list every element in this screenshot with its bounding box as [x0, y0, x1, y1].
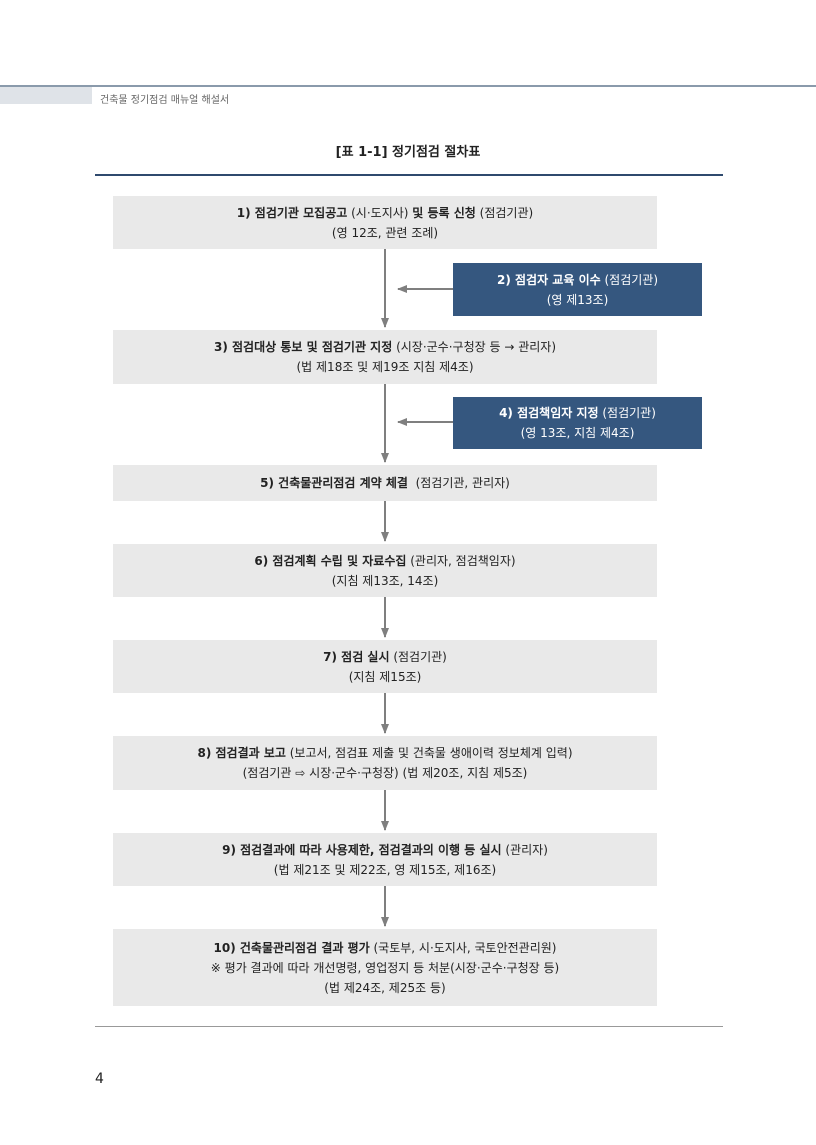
step-6-actor: (관리자, 점검책임자)	[406, 553, 516, 568]
step-10-note: ※ 평가 결과에 따라 개선명령, 영업정지 등 처분(시장·군수·구청장 등)	[210, 960, 560, 975]
step-3-reference: (법 제18조 및 제19조 지침 제4조)	[296, 360, 474, 374]
step-10-actor: (국토부, 시·도지사, 국토안전관리원)	[369, 940, 557, 955]
step-2-reference: (영 제13조)	[546, 292, 609, 307]
step-4-actor: (점검기관)	[598, 406, 656, 420]
step-1-title-2: 및 등록 신청	[412, 205, 476, 220]
step-10-title: 10) 건축물관리점검 결과 평가	[213, 940, 370, 955]
step-7-title: 7) 점검 실시	[323, 649, 390, 664]
step-9-title: 9) 점검결과에 따라 사용제한, 점검결과의 이행 등 실시	[222, 842, 502, 857]
step-2-actor: (점검기관)	[600, 272, 658, 287]
step-1-title: 1) 점검기관 모집공고	[236, 205, 348, 220]
running-title: 건축물 정기점검 매뉴얼 해설서	[100, 95, 230, 106]
step-9-actor: (관리자)	[501, 842, 548, 857]
step-1-actor-2: (점검기관)	[475, 205, 534, 220]
table-top-rule	[95, 174, 723, 176]
step-2-box: 2) 점검자 교육 이수 (점검기관) (영 제13조)	[453, 263, 702, 316]
step-5-actor: (점검기관, 관리자)	[407, 476, 510, 490]
step-3-title: 3) 점검대상 통보 및 점검기관 지정	[214, 340, 393, 354]
step-7-reference: (지침 제15조)	[348, 669, 422, 684]
step-5-title: 5) 건축물관리점검 계약 체결	[260, 476, 408, 490]
page-number: 4	[95, 1071, 104, 1087]
step-9-reference: (법 제21조 및 제22조, 영 제15조, 제16조)	[273, 862, 497, 877]
step-8-box: 8) 점검결과 보고 (보고서, 점검표 제출 및 건축물 생애이력 정보체계 …	[113, 736, 657, 790]
step-4-box: 4) 점검책임자 지정 (점검기관) (영 13조, 지침 제4조)	[453, 397, 702, 449]
step-9-box: 9) 점검결과에 따라 사용제한, 점검결과의 이행 등 실시 (관리자) (법…	[113, 833, 657, 886]
header-band	[0, 85, 92, 104]
step-7-box: 7) 점검 실시 (점검기관) (지침 제15조)	[113, 640, 657, 693]
header-rule	[0, 85, 816, 87]
table-title: [표 1-1] 정기점검 절차표	[335, 145, 481, 160]
step-6-title: 6) 점검계획 수립 및 자료수집	[254, 553, 407, 568]
step-8-actor: (보고서, 점검표 제출 및 건축물 생애이력 정보체계 입력)	[285, 746, 573, 760]
table-bottom-rule	[95, 1026, 723, 1027]
step-8-title: 8) 점검결과 보고	[197, 746, 286, 760]
step-3-actor: (시장·군수·구청장 등 → 관리자)	[392, 340, 556, 354]
step-5-box: 5) 건축물관리점검 계약 체결 (점검기관, 관리자)	[113, 465, 657, 501]
step-7-actor: (점검기관)	[389, 649, 447, 664]
step-3-box: 3) 점검대상 통보 및 점검기관 지정 (시장·군수·구청장 등 → 관리자)…	[113, 330, 657, 384]
step-1-actor: (시·도지사)	[347, 205, 413, 220]
step-8-reference: (점검기관 ⇨ 시장·군수·구청장) (법 제20조, 지침 제5조)	[242, 766, 528, 780]
step-1-reference: (영 12조, 관련 조례)	[331, 225, 439, 240]
step-6-box: 6) 점검계획 수립 및 자료수집 (관리자, 점검책임자) (지침 제13조,…	[113, 544, 657, 597]
step-10-box: 10) 건축물관리점검 결과 평가 (국토부, 시·도지사, 국토안전관리원) …	[113, 929, 657, 1006]
step-6-reference: (지침 제13조, 14조)	[331, 573, 439, 588]
step-2-title: 2) 점검자 교육 이수	[497, 272, 601, 287]
step-1-box: 1) 점검기관 모집공고 (시·도지사) 및 등록 신청 (점검기관) (영 1…	[113, 196, 657, 249]
step-4-title: 4) 점검책임자 지정	[499, 406, 599, 420]
step-10-reference: (법 제24조, 제25조 등)	[324, 980, 446, 995]
step-4-reference: (영 13조, 지침 제4조)	[520, 426, 635, 440]
